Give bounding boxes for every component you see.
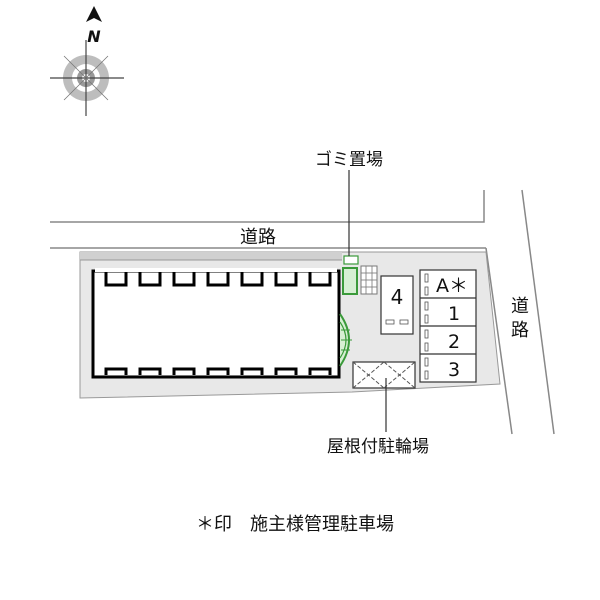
parking-spaces: A＊ 1 2 3	[419, 269, 477, 383]
road-right-label-char2: 路	[511, 320, 529, 341]
garbage-box	[342, 267, 358, 295]
parking-space-label: A＊	[436, 275, 468, 297]
road-right-label-char1: 道	[511, 296, 529, 317]
building-outline	[91, 269, 341, 379]
parking-space-label: 2	[448, 331, 460, 353]
bicycle-label: 屋根付駐輪場	[327, 437, 429, 457]
bicycle-parking-box	[352, 361, 416, 389]
bicycle-parking: 屋根付駐輪場	[327, 361, 429, 457]
building-balconies-top	[95, 268, 337, 287]
parking-space-label: 1	[448, 303, 460, 325]
garbage-label: ゴミ置場	[315, 149, 383, 170]
road-right: 道 路	[485, 189, 555, 435]
garbage-area: ゴミ置場	[315, 149, 383, 295]
building-staircase	[339, 313, 352, 367]
north-arrow-icon	[86, 6, 102, 22]
building-balconies-bottom	[93, 367, 339, 379]
apartment-building	[91, 268, 352, 379]
wheel-stops	[424, 273, 429, 380]
parking-space-label: 3	[448, 359, 460, 381]
north-label: N	[87, 27, 101, 46]
parking-lot-4-label: 4	[391, 285, 404, 309]
road-top: 道路	[50, 190, 486, 249]
compass: N	[50, 6, 124, 116]
parking-lot-4: 4	[380, 275, 414, 335]
legend-text: ＊印 施主様管理駐車場	[196, 514, 394, 535]
road-top-label: 道路	[240, 227, 276, 248]
